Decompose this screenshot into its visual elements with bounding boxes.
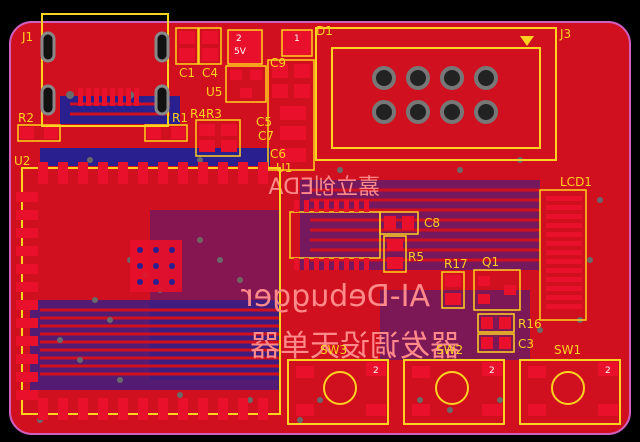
ref-c4: C4 [202, 66, 218, 80]
pad-label-sw3-2: 2 [373, 366, 379, 376]
ref-r1: R1 [172, 111, 188, 125]
ref-j3: J3 [559, 27, 571, 41]
resistor-r16[interactable] [477, 313, 515, 333]
resistor-r17[interactable] [441, 271, 465, 309]
resistor-r5[interactable] [383, 235, 407, 273]
capacitor-c1[interactable] [175, 27, 199, 65]
ref-c3: C3 [518, 337, 534, 351]
ref-r5: R5 [408, 250, 424, 264]
ref-c7: C7 [258, 129, 274, 143]
resistor-r1[interactable] [144, 124, 188, 142]
pad-label-sw1-2: 2 [605, 366, 611, 376]
capacitor-c3[interactable] [477, 333, 515, 353]
ref-sw3: SW3 [320, 343, 347, 357]
ref-r17: R17 [444, 257, 468, 271]
capacitor-c8[interactable] [379, 211, 419, 235]
ref-c8: C8 [424, 216, 440, 230]
regulator-u5[interactable] [225, 65, 267, 103]
board-outline [9, 21, 631, 435]
ref-d1: D1 [316, 24, 333, 38]
diode-d1[interactable] [281, 29, 313, 57]
traces [40, 102, 540, 376]
usb-connector-j1[interactable] [40, 13, 170, 127]
capacitor-c4[interactable] [198, 27, 222, 65]
ref-q1: Q1 [482, 255, 499, 269]
lcd-connector-lcd1[interactable] [539, 189, 587, 321]
ref-c6: C6 [270, 147, 286, 161]
module-u2[interactable] [16, 162, 281, 420]
bottom-silk-title: AI-Debugger [241, 279, 430, 314]
bottom-silk-subtitle: 器发调设天单器 [250, 329, 460, 364]
ref-sw1: SW1 [554, 343, 581, 357]
capacitor-column[interactable] [267, 59, 315, 171]
ref-u2: U2 [14, 154, 30, 168]
resistor-r2[interactable] [17, 124, 61, 142]
chip-u1[interactable] [289, 200, 381, 270]
pad-label-d1-1: 1 [294, 34, 300, 44]
ref-c9: C9 [270, 56, 286, 70]
ref-j1: J1 [21, 30, 33, 44]
transistor-q1[interactable] [473, 269, 521, 311]
power-pad-5v[interactable] [227, 29, 263, 65]
resistors-r4-r3[interactable] [195, 119, 241, 157]
switch-sw1[interactable] [519, 359, 621, 425]
ref-c1: C1 [179, 66, 195, 80]
ref-lcd1: LCD1 [560, 175, 592, 189]
ref-c5: C5 [256, 115, 272, 129]
ref-r16: R16 [518, 317, 542, 331]
ref-r2: R2 [18, 111, 34, 125]
header-j3[interactable] [315, 27, 557, 161]
pad-label-sw2-2: 2 [489, 366, 495, 376]
switch-sw3[interactable] [287, 359, 389, 425]
ref-r4r3: R4R3 [190, 107, 222, 121]
ref-sw2: SW2 [436, 343, 463, 357]
switch-sw2[interactable] [403, 359, 505, 425]
bottom-silk-brand: 嘉立创EDA [268, 175, 380, 200]
pad-label-5v: 5V [234, 47, 247, 57]
ref-u5: U5 [206, 85, 222, 99]
pad-label-2: 2 [236, 34, 242, 44]
